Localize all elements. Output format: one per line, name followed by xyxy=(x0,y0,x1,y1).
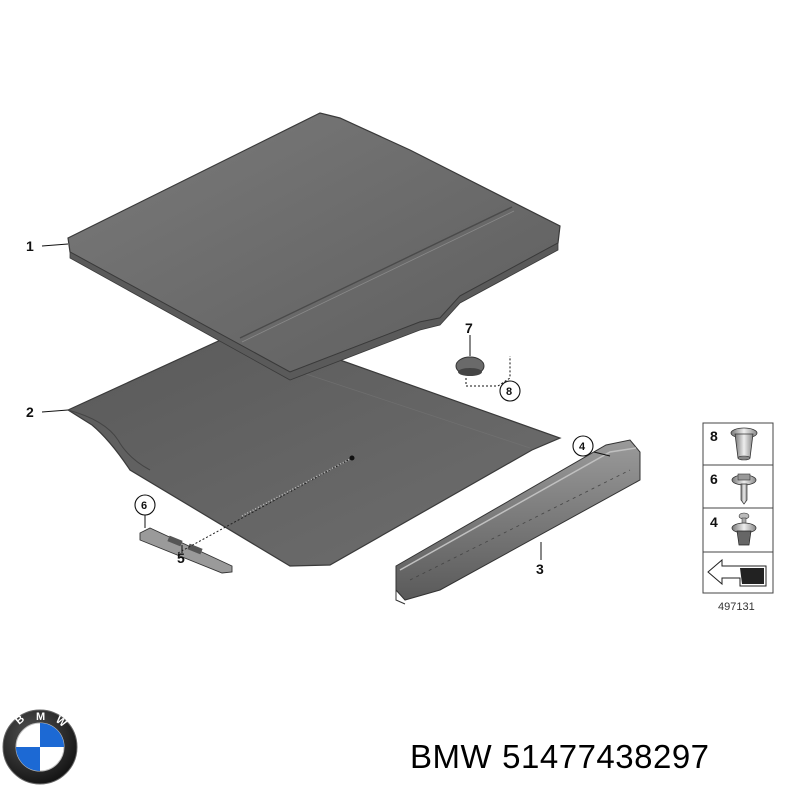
brand-name: BMW xyxy=(410,738,493,775)
reference-code: 497131 xyxy=(718,601,755,613)
callout-4: 4 xyxy=(579,441,586,453)
callout-6: 6 xyxy=(141,500,147,512)
legend-item-4-number: 4 xyxy=(710,514,718,530)
screw-icon xyxy=(731,473,757,505)
plug-cap xyxy=(455,356,485,376)
hardware-legend: 8 6 4 497131 xyxy=(702,422,774,613)
callout-5: 5 xyxy=(177,550,185,566)
cargo-floor-panel xyxy=(67,112,561,381)
callout-8: 8 xyxy=(506,386,512,398)
svg-text:M: M xyxy=(36,711,45,723)
loading-sill-trim xyxy=(395,439,641,605)
legend-item-6-number: 6 xyxy=(710,471,718,487)
clip-icon xyxy=(731,512,757,546)
callouts: 1 2 3 4 5 6 7 8 xyxy=(26,238,594,577)
legend-item-8-number: 8 xyxy=(710,428,718,444)
leader-lines xyxy=(41,243,611,560)
callout-1: 1 xyxy=(26,238,34,254)
callout-7: 7 xyxy=(465,320,473,336)
direction-arrow-icon xyxy=(707,558,767,587)
bmw-logo-icon: B M W xyxy=(2,709,78,785)
callout-2: 2 xyxy=(26,404,34,420)
bracket xyxy=(139,527,233,574)
callout-3: 3 xyxy=(536,561,544,577)
part-number: 51477438297 xyxy=(502,738,710,775)
grommet-icon xyxy=(730,427,758,461)
